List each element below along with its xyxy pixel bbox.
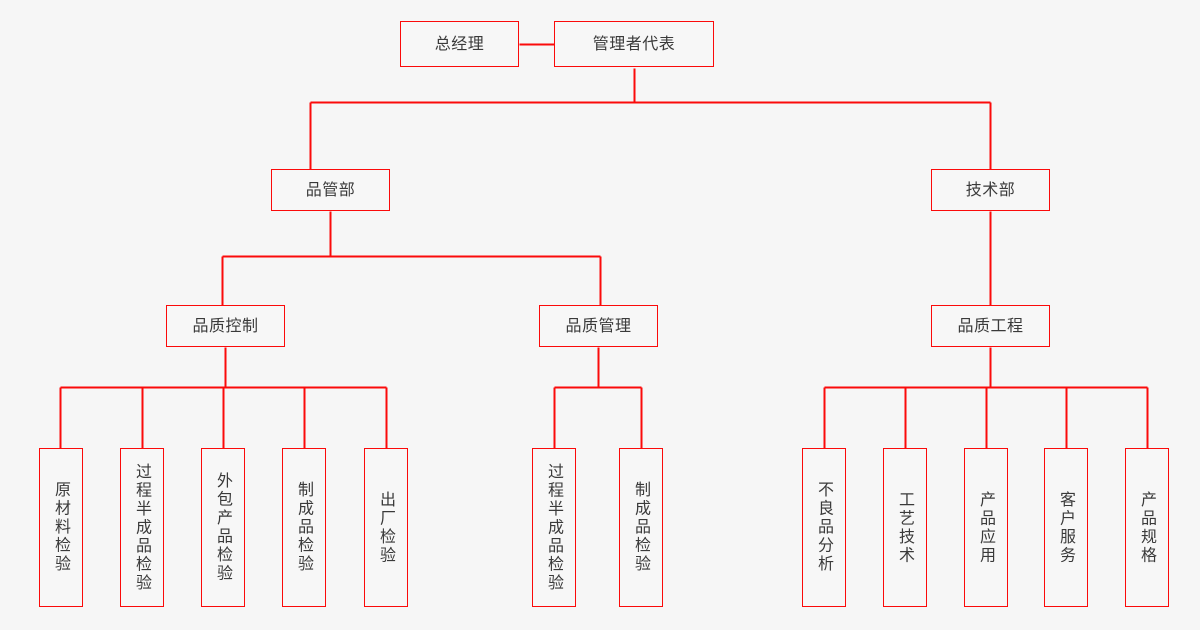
node-qc-leaf-in-process-semi-finished-inspection[interactable]: 过程半成品检验 [120, 448, 164, 607]
node-label: 品管部 [305, 179, 356, 199]
node-qe-leaf-defect-analysis[interactable]: 不良品分析 [802, 448, 846, 607]
node-quality-control[interactable]: 品质控制 [166, 305, 285, 347]
node-label: 客户服务 [1057, 490, 1076, 565]
node-label: 产品应用 [977, 490, 996, 565]
node-label: 品质工程 [957, 315, 1024, 335]
node-label: 过程半成品检验 [545, 462, 564, 593]
node-qc-leaf-outgoing-inspection[interactable]: 出厂检验 [364, 448, 408, 607]
node-label: 出厂检验 [377, 490, 396, 565]
node-label: 过程半成品检验 [133, 462, 152, 593]
node-qc-leaf-raw-material-inspection[interactable]: 原材料检验 [39, 448, 83, 607]
node-management-representative[interactable]: 管理者代表 [554, 21, 714, 67]
node-qm-leaf-finished-product-inspection[interactable]: 制成品检验 [619, 448, 663, 607]
node-label: 不良品分析 [815, 481, 834, 574]
node-label: 技术部 [965, 179, 1016, 199]
node-label: 原材料检验 [52, 481, 71, 574]
node-qe-leaf-product-application[interactable]: 产品应用 [964, 448, 1008, 607]
node-label: 总经理 [434, 33, 485, 53]
node-label: 管理者代表 [592, 33, 676, 53]
node-qc-leaf-finished-product-inspection[interactable]: 制成品检验 [282, 448, 326, 607]
node-qe-leaf-process-technology[interactable]: 工艺技术 [883, 448, 927, 607]
node-label: 制成品检验 [295, 481, 314, 574]
node-qe-leaf-product-specification[interactable]: 产品规格 [1125, 448, 1169, 607]
node-quality-department[interactable]: 品管部 [271, 169, 390, 211]
node-label: 产品规格 [1138, 490, 1157, 565]
node-quality-engineering[interactable]: 品质工程 [931, 305, 1050, 347]
node-label: 外包产品检验 [214, 472, 233, 583]
node-qm-leaf-in-process-semi-finished-inspection[interactable]: 过程半成品检验 [532, 448, 576, 607]
node-qe-leaf-customer-service[interactable]: 客户服务 [1044, 448, 1088, 607]
node-label: 制成品检验 [632, 481, 651, 574]
node-general-manager[interactable]: 总经理 [400, 21, 519, 67]
node-label: 品质控制 [192, 315, 259, 335]
node-technical-department[interactable]: 技术部 [931, 169, 1050, 211]
node-label: 工艺技术 [896, 490, 915, 565]
node-qc-leaf-outsourced-product-inspection[interactable]: 外包产品检验 [201, 448, 245, 607]
node-label: 品质管理 [565, 315, 632, 335]
node-quality-management[interactable]: 品质管理 [539, 305, 658, 347]
